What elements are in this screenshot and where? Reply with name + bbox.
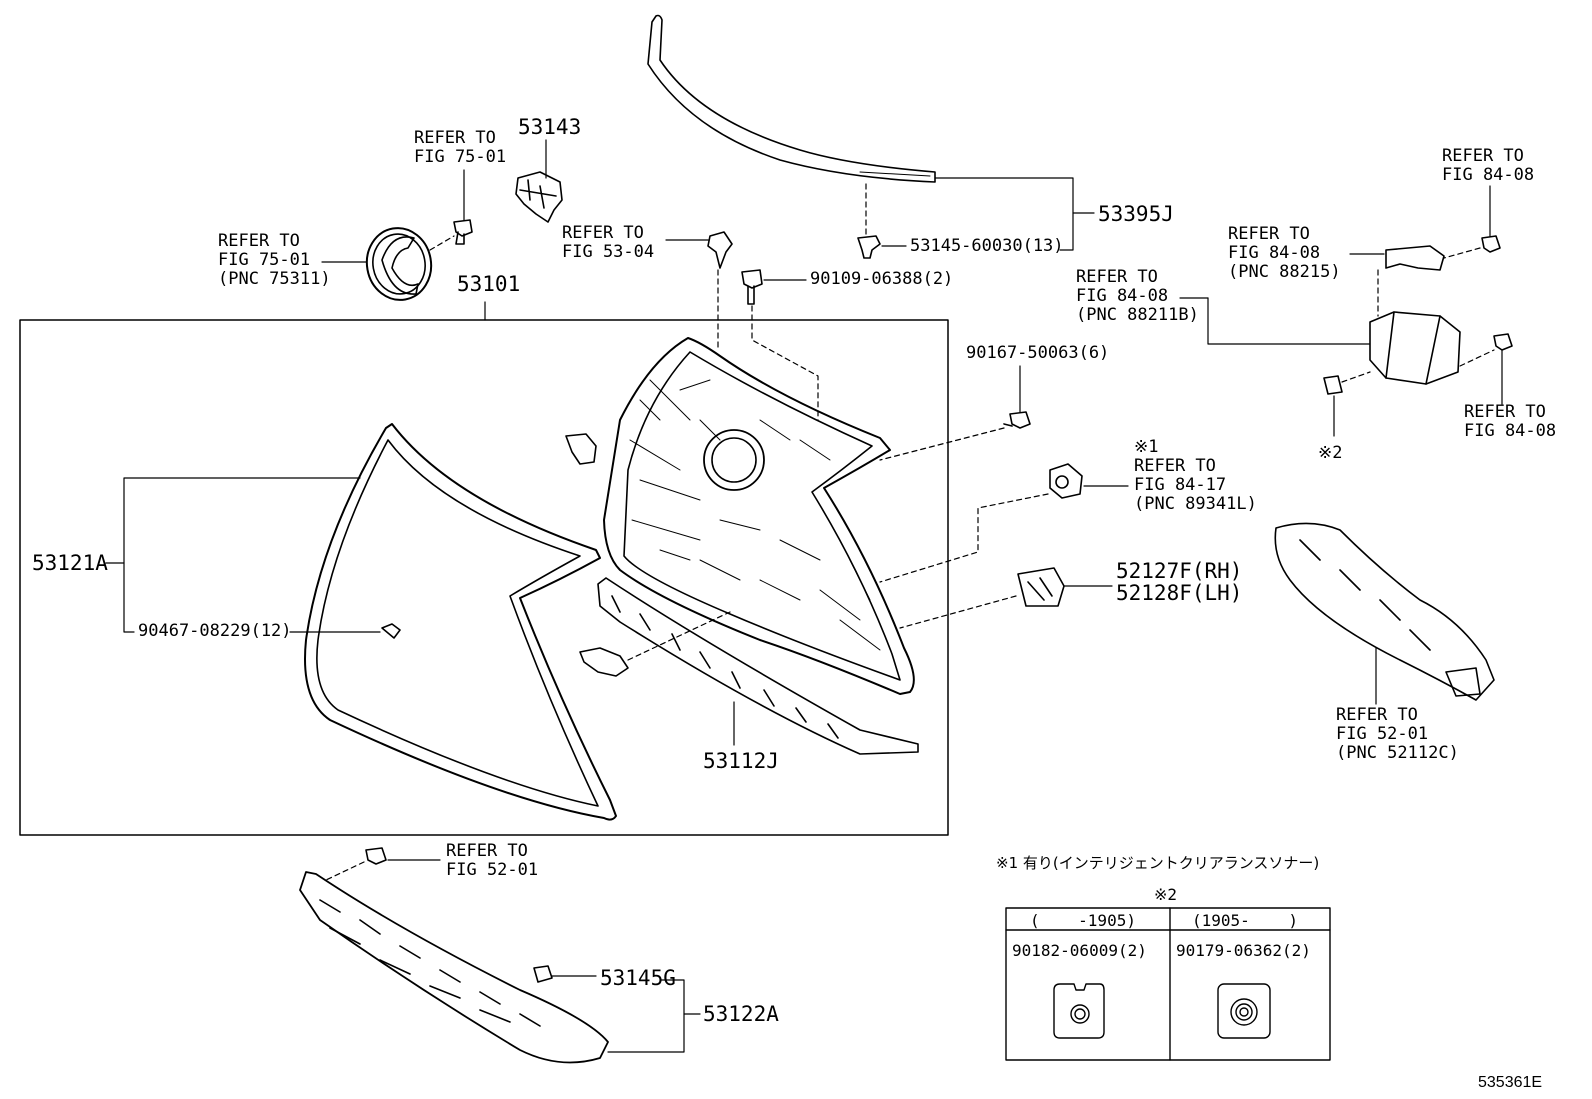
clip-lower bbox=[579, 647, 629, 677]
clearance-sonar-sensor bbox=[1049, 463, 1083, 499]
nut-90182 bbox=[1053, 983, 1105, 1039]
table-col2-range: (1905- ) bbox=[1192, 911, 1298, 930]
clip-left bbox=[565, 433, 597, 465]
lower-molding-53112J bbox=[597, 577, 919, 755]
table-col1-range: ( -1905) bbox=[1030, 911, 1136, 930]
nut-90179 bbox=[1217, 983, 1271, 1039]
bolt-emblem bbox=[453, 219, 473, 245]
cover-52127F bbox=[1017, 567, 1065, 607]
bumper-absorber bbox=[1274, 522, 1495, 701]
bolt-90167 bbox=[1003, 411, 1031, 429]
label-53101: 53101 bbox=[457, 272, 521, 296]
label-53395J: 53395J bbox=[1098, 202, 1174, 226]
bracket-53143 bbox=[515, 171, 563, 223]
grille-frame-53121A bbox=[304, 423, 617, 821]
emblem bbox=[365, 227, 433, 301]
label-53122A: 53122A bbox=[703, 1002, 779, 1026]
label-53145G: 53145G bbox=[600, 966, 676, 990]
lower-grille-53122A bbox=[299, 871, 609, 1064]
label-53121A: 53121A bbox=[32, 551, 108, 575]
upper-molding-53395J bbox=[647, 14, 936, 183]
label-53112J: 53112J bbox=[703, 749, 779, 773]
label-52127F: 52127F(RH) bbox=[1116, 559, 1243, 583]
table-header-mark: ※2 bbox=[1154, 885, 1178, 904]
bolt-fig84-right bbox=[1493, 333, 1513, 351]
label-90167: 90167-50063(6) bbox=[966, 343, 1110, 363]
bolt-fig52 bbox=[365, 847, 387, 865]
screw-90109 bbox=[741, 269, 763, 305]
bolt-fig84-top bbox=[1481, 235, 1501, 253]
radiator-grille bbox=[603, 337, 915, 695]
label-52128F: 52128F(LH) bbox=[1116, 581, 1243, 605]
nut-53145G bbox=[533, 965, 553, 983]
label-53143: 53143 bbox=[518, 115, 582, 139]
marker-note2: ※2 bbox=[1318, 443, 1343, 463]
label-90467: 90467-08229(12) bbox=[138, 621, 292, 641]
assembly-box-53101 bbox=[19, 319, 949, 836]
variant-table bbox=[1005, 907, 1331, 1061]
nut-note2 bbox=[1323, 375, 1343, 395]
radar-sensor bbox=[1369, 311, 1461, 385]
table-col2-part: 90179-06362(2) bbox=[1176, 941, 1311, 960]
clip-53145-60030 bbox=[857, 235, 881, 259]
label-90109: 90109-06388(2) bbox=[810, 269, 954, 289]
table-col1-part: 90182-06009(2) bbox=[1012, 941, 1147, 960]
push-clip-fig53 bbox=[707, 231, 733, 269]
note-1: ※1 有り(インテリジェントクリアランスソナー) bbox=[996, 854, 1320, 872]
label-53145-60030: 53145-60030(13) bbox=[910, 236, 1064, 256]
sensor-bracket bbox=[1385, 245, 1445, 271]
figure-id: 535361E bbox=[1478, 1074, 1543, 1091]
